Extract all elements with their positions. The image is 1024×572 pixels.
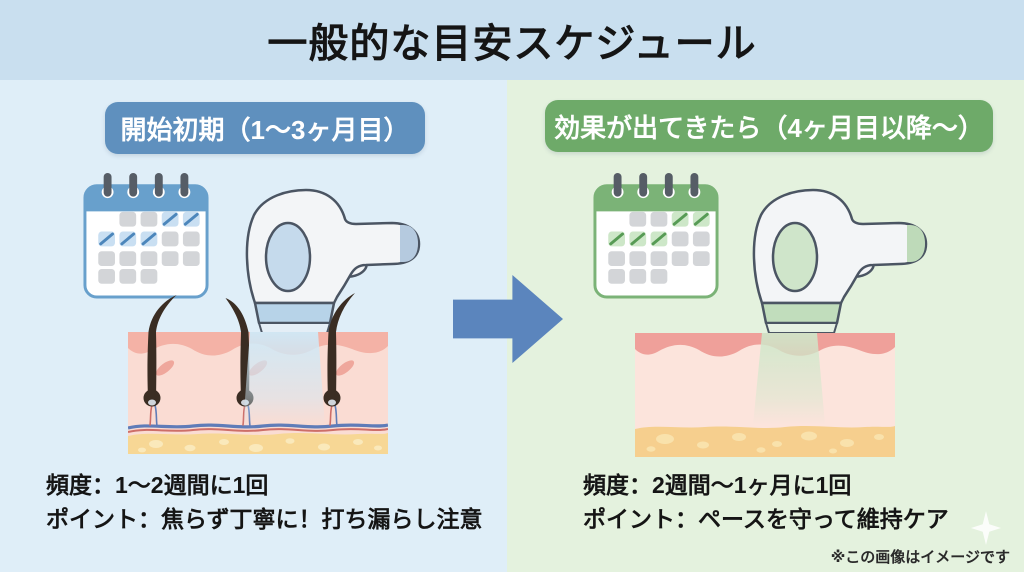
maintenance-phase-notes: 頻度：2週間〜1ヶ月に1回 ポイント：ペースを守って維持ケア — [583, 468, 949, 536]
disclaimer-note: ※この画像はイメージです — [830, 549, 1010, 566]
initial-phase-header-badge: 開始初期（1〜3ヶ月目） — [105, 102, 425, 154]
smooth-skin-icon — [635, 333, 895, 457]
panel-initial-phase — [0, 80, 507, 572]
maintenance-point-text: ポイント：ペースを守って維持ケア — [583, 506, 949, 532]
maintenance-frequency-text: 頻度：2週間〜1ヶ月に1回 — [583, 472, 852, 498]
skin-with-hairs-icon — [128, 293, 388, 454]
initial-frequency-text: 頻度：1〜2週間に1回 — [46, 472, 269, 498]
initial-phase-notes: 頻度：1〜2週間に1回 ポイント：焦らず丁寧に！打ち漏らし注意 — [46, 468, 483, 536]
ipl-device-icon — [245, 188, 421, 334]
initial-phase-header-label: 開始初期（1〜3ヶ月目） — [120, 114, 410, 145]
initial-point-text: ポイント：焦らず丁寧に！打ち漏らし注意 — [46, 506, 483, 532]
maintenance-phase-header-badge: 効果が出てきたら（4ヶ月目以降〜） — [545, 100, 993, 152]
light-beam — [753, 333, 825, 425]
panel-maintenance-phase — [507, 80, 1024, 572]
calendar-icon — [83, 172, 209, 299]
page-title: 一般的な目安スケジュール — [267, 22, 757, 66]
maintenance-phase-header-label: 効果が出てきたら（4ヶ月目以降〜） — [554, 112, 984, 143]
calendar-icon — [593, 172, 719, 299]
title-band: 一般的な目安スケジュール — [0, 0, 1024, 80]
light-beam — [243, 332, 325, 426]
ipl-device-icon — [752, 188, 928, 334]
